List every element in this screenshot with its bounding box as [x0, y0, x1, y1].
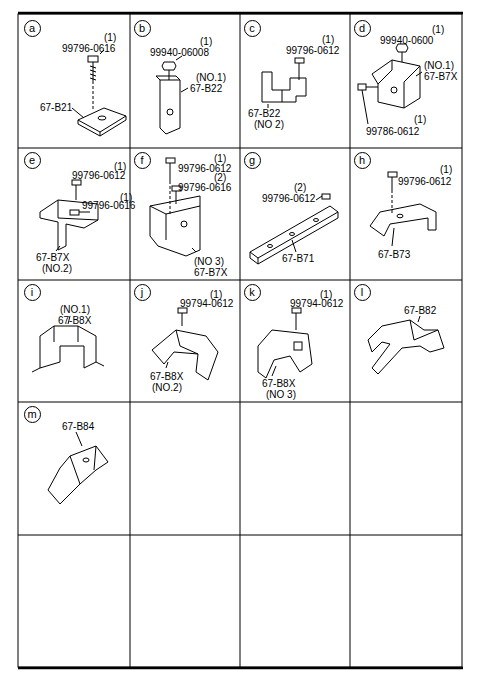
- cell-letter: d: [354, 20, 371, 37]
- part-number: 99796-0612: [286, 45, 339, 56]
- part-number: 99786-0612: [366, 126, 419, 137]
- cell-letter: k: [244, 284, 261, 301]
- cell-letter: m: [24, 406, 41, 423]
- part-number: 99796-0612: [398, 176, 451, 187]
- part-number: (1): [214, 153, 226, 164]
- part-number: (1): [200, 36, 212, 47]
- cell-letter-text: k: [249, 286, 255, 298]
- part-number: 67-B22: [190, 83, 222, 94]
- cell-letter: g: [244, 152, 261, 169]
- cell-letter-text: m: [27, 408, 36, 420]
- cell-letter-text: i: [31, 286, 33, 298]
- part-number: (1): [104, 32, 116, 43]
- part-number: 99940-0600: [380, 35, 433, 46]
- part-number: 67-B22: [248, 108, 280, 119]
- part-number: (NO.1): [196, 72, 226, 83]
- cell-letter-text: e: [29, 154, 35, 166]
- part-number: (1): [440, 164, 452, 175]
- cell-letter-text: f: [140, 154, 143, 166]
- part-number: 99796-0612: [72, 170, 125, 181]
- part-number: (2): [294, 182, 306, 193]
- part-number: 67-B71: [282, 253, 314, 264]
- part-number: 99794-0612: [290, 298, 343, 309]
- part-number: 67-B8X: [262, 378, 295, 389]
- cell-letter: c: [244, 20, 261, 37]
- part-number: 67-B8X: [58, 315, 91, 326]
- part-number: (2): [214, 172, 226, 183]
- cell-letter: h: [354, 152, 371, 169]
- part-number: 67-B8X: [150, 371, 183, 382]
- part-number: 67-B7X: [424, 71, 457, 82]
- part-number: 67-B82: [404, 305, 436, 316]
- cell-letter-text: h: [359, 154, 365, 166]
- cell-letter: a: [24, 20, 41, 37]
- cell-letter-text: c: [249, 22, 255, 34]
- cell-letter-text: b: [139, 22, 145, 34]
- cell-letter-text: l: [361, 286, 363, 298]
- part-number: (1): [414, 114, 426, 125]
- cell-letter-text: d: [359, 22, 365, 34]
- part-number: 99796-0616: [178, 182, 231, 193]
- cell-letter: l: [354, 284, 371, 301]
- part-number: 99796-0612: [262, 193, 315, 204]
- part-number: (NO.1): [424, 60, 454, 71]
- part-number: (NO 3): [266, 389, 296, 400]
- cell-letter: e: [24, 152, 41, 169]
- part-number: 99796-0616: [82, 200, 135, 211]
- part-number: 99794-0612: [180, 298, 233, 309]
- part-number: 67-B21: [40, 102, 72, 113]
- part-number: (1): [322, 34, 334, 45]
- cell-letter: b: [134, 20, 151, 37]
- cell-letter-text: j: [141, 286, 143, 298]
- cell-letter: i: [24, 284, 41, 301]
- cell-letter: f: [134, 152, 151, 169]
- part-number: (1): [432, 24, 444, 35]
- part-number: 67-B84: [62, 421, 94, 432]
- cell-letter: j: [134, 284, 151, 301]
- part-number: 67-B73: [378, 249, 410, 260]
- part-number: (NO.2): [42, 263, 72, 274]
- cell-letter-text: g: [249, 154, 255, 166]
- part-number: 67-B7X: [36, 252, 69, 263]
- part-number: (NO 3): [194, 256, 224, 267]
- part-number: 67-B7X: [194, 267, 227, 278]
- part-number: 99796-0616: [62, 43, 115, 54]
- cell-letter-text: a: [29, 22, 35, 34]
- part-number: (NO.1): [60, 304, 90, 315]
- part-number: 99940-06008: [150, 47, 209, 58]
- part-number: (NO 2): [254, 119, 284, 130]
- part-number: (NO.2): [152, 382, 182, 393]
